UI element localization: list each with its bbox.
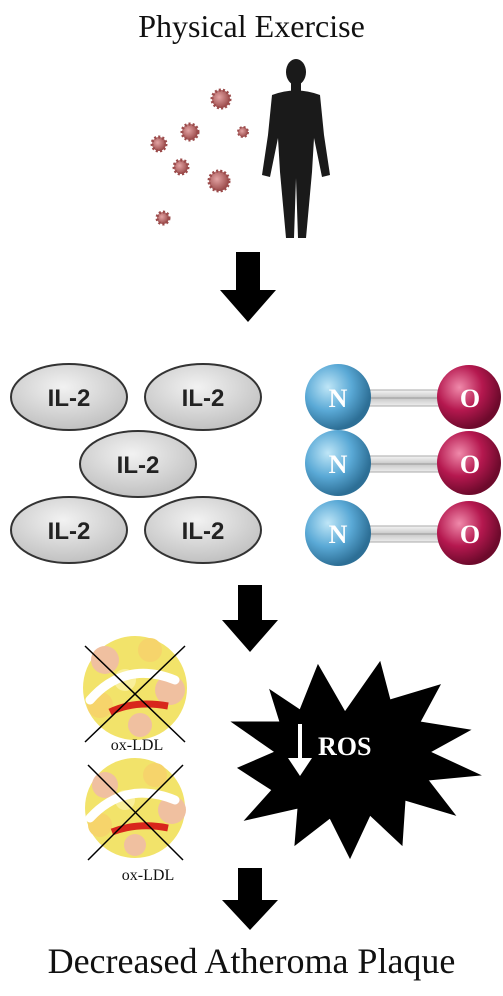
human-silhouette-icon: [262, 59, 330, 238]
nitric-oxide-molecules: N O N O N O: [305, 364, 501, 566]
title-decreased-atheroma-plaque: Decreased Atheroma Plaque: [47, 941, 456, 981]
il2-ellipse: IL-2: [144, 363, 262, 431]
il2-cluster: IL-2 IL-2 IL-2 IL-2 IL-2: [10, 363, 262, 564]
il2-label: IL-2: [182, 518, 225, 545]
nitrogen-atom-icon: [305, 500, 371, 566]
virus-icon: [150, 135, 168, 153]
il2-label: IL-2: [48, 385, 91, 412]
nitrogen-atom-icon: [305, 430, 371, 496]
ox-ldl-label: ox-LDL: [111, 737, 163, 754]
il2-ellipse: IL-2: [10, 496, 128, 564]
oxygen-atom-icon: [437, 431, 501, 495]
nitrogen-atom-icon: [305, 364, 371, 430]
down-arrow-icon: [288, 724, 312, 776]
il2-ellipse: IL-2: [144, 496, 262, 564]
no-molecule: N O: [305, 430, 501, 496]
cross-out-line: [84, 645, 186, 743]
burst-icon: [230, 660, 482, 860]
oxygen-label: O: [460, 384, 480, 413]
no-molecule: N O: [305, 364, 501, 430]
down-arrow-icon: [222, 868, 278, 930]
oxygen-label: O: [460, 450, 480, 479]
oxygen-atom-icon: [437, 365, 501, 429]
il2-label: IL-2: [48, 518, 91, 545]
virus-particles: [150, 88, 249, 226]
oxygen-label: O: [460, 520, 480, 549]
nitrogen-label: N: [329, 384, 348, 413]
ros-burst: ROS: [230, 660, 482, 860]
virus-icon: [155, 210, 171, 226]
down-arrow-icon: [222, 585, 278, 652]
oxygen-atom-icon: [437, 501, 501, 565]
il2-ellipse: IL-2: [79, 430, 197, 498]
nitrogen-label: N: [329, 520, 348, 549]
virus-icon: [237, 126, 249, 138]
ox-ldl-particle: [83, 636, 187, 743]
virus-icon: [210, 88, 232, 110]
ox-ldl-particle: [85, 758, 186, 861]
cross-out-line: [87, 764, 184, 861]
virus-icon: [172, 158, 190, 176]
virus-icon: [207, 169, 231, 193]
virus-icon: [180, 122, 200, 142]
ros-label: ROS: [318, 732, 371, 761]
title-physical-exercise: Physical Exercise: [138, 8, 365, 44]
il2-ellipse: IL-2: [10, 363, 128, 431]
il2-label: IL-2: [117, 452, 160, 479]
down-arrow-icon: [220, 252, 276, 322]
nitrogen-label: N: [329, 450, 348, 479]
il2-label: IL-2: [182, 385, 225, 412]
no-molecule: N O: [305, 500, 501, 566]
ox-ldl-label: ox-LDL: [122, 867, 174, 884]
